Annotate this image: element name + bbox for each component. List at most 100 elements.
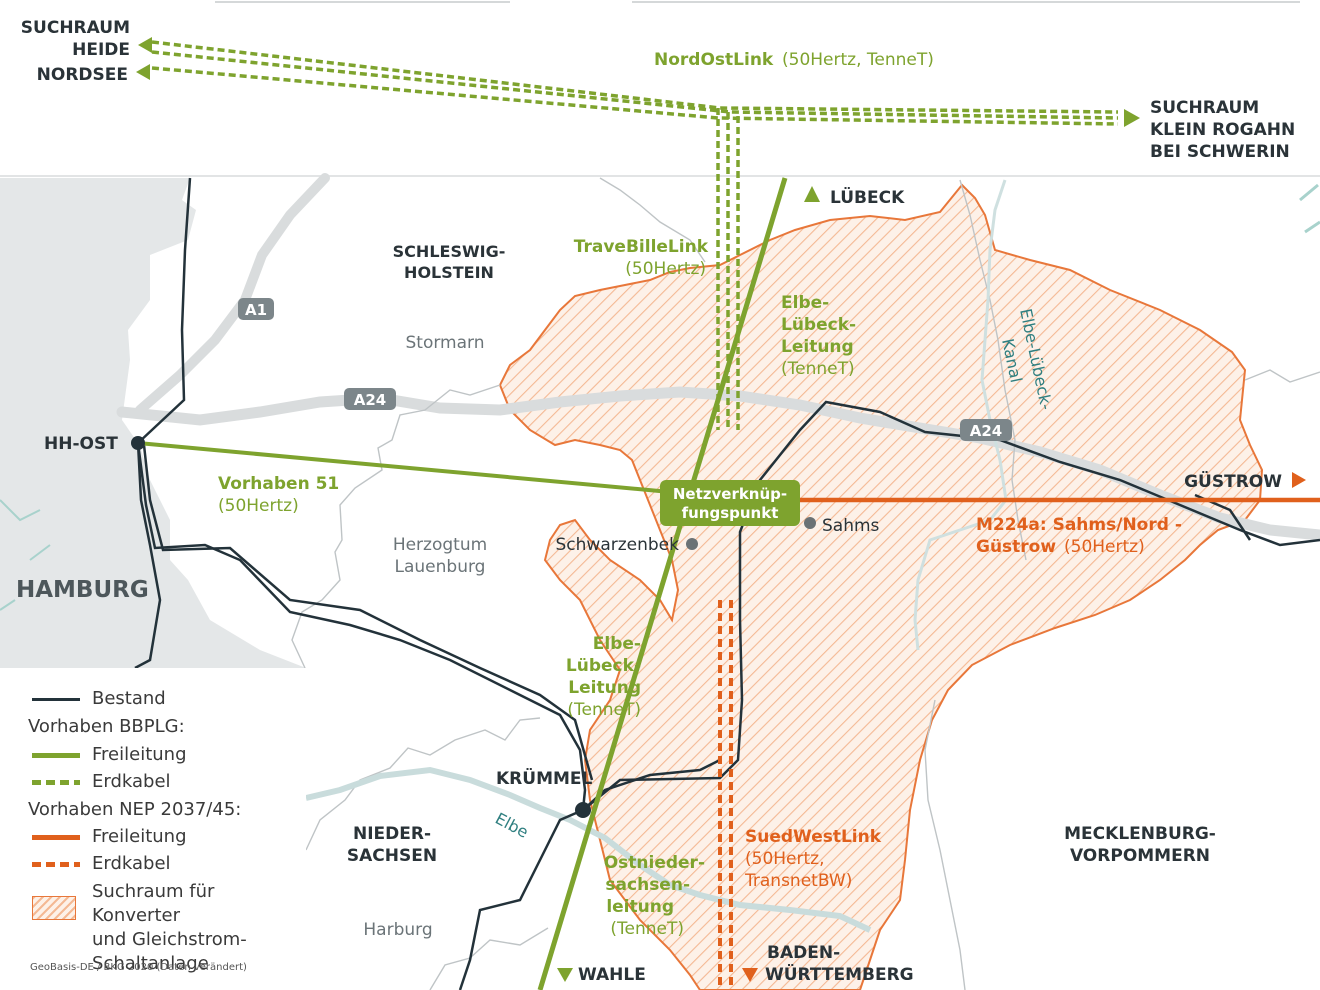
label-ostnieder-1: Ostnieder-: [604, 853, 705, 873]
legend-symbol-freileitung-green: [30, 745, 82, 765]
hamburg-area: [0, 178, 306, 668]
label-travebillelink-op: (50Hertz): [625, 259, 706, 279]
label-suchraum-klein-3: BEI SCHWERIN: [1150, 142, 1290, 162]
label-elbe-luebeck-top-1: Elbe-: [781, 293, 829, 313]
label-guestrow: GÜSTROW: [1184, 470, 1282, 492]
legend-row-erdkabel-nep: Erdkabel: [30, 853, 171, 874]
schwarzenbek-point: [686, 538, 698, 550]
label-suedwestlink: SuedWestLink: [745, 827, 882, 847]
label-nordostlink: NordOstLink: [654, 50, 774, 70]
hh-ost-point: [131, 436, 145, 450]
label-elbe-luebeck-bottom-3: Leitung: [568, 678, 641, 698]
arrow-baden: [742, 968, 758, 982]
label-luebeck: LÜBECK: [830, 186, 905, 208]
suedwestlink-cable: [718, 600, 733, 990]
search-area-main: [498, 183, 1264, 990]
legend-label-freileitung-bbplg: Freileitung: [92, 744, 187, 765]
label-suedwestlink-op-1: (50Hertz,: [745, 849, 825, 869]
arrow-heide: [138, 37, 152, 53]
legend-symbol-erdkabel-green: [30, 772, 82, 792]
arrow-klein-rogahn: [1124, 109, 1140, 127]
label-vorhaben51-op: (50Hertz): [218, 496, 299, 516]
label-sahms: Sahms: [822, 516, 880, 536]
label-suedwestlink-op-2: TransnetBW): [744, 871, 852, 891]
label-m224a-op: (50Hertz): [1064, 537, 1145, 557]
legend-row-freileitung-bbplg: Freileitung: [30, 744, 187, 765]
shield-a24-right: A24: [960, 419, 1012, 441]
label-harburg: Harburg: [363, 920, 432, 940]
label-elbe-luebeck-top-op: (TenneT): [781, 359, 855, 379]
legend-label-freileitung-nep: Freileitung: [92, 826, 187, 847]
label-niedersachsen-2: SACHSEN: [347, 846, 437, 866]
netz-label-2: fungspunkt: [682, 504, 779, 522]
label-stormarn: Stormarn: [406, 333, 485, 353]
label-schleswig-1: SCHLESWIG-: [393, 242, 506, 261]
label-elbe-luebeck-top-2: Lübeck-: [781, 315, 856, 335]
kruemmel-point: [575, 802, 591, 818]
map-credit: GeoBasis-DE / BKG 2020 (Daten verändert): [30, 962, 247, 973]
label-m224a-1: M224a: Sahms/Nord -: [976, 515, 1182, 535]
legend-row-bestand: Bestand: [30, 688, 166, 709]
label-nordostlink-operators: (50Hertz, TenneT): [782, 50, 934, 70]
netz-label-1: Netzverknüp-: [673, 485, 787, 503]
label-m224a-2: Güstrow: [976, 537, 1056, 557]
legend-row-freileitung-nep: Freileitung: [30, 826, 187, 847]
label-baden-1: BADEN-: [767, 943, 840, 963]
label-elbe-luebeck-bottom-2: Lübeck-: [566, 656, 641, 676]
legend-label-suchraum-3: Schaltanlage: [92, 953, 209, 974]
legend-label-bestand: Bestand: [92, 688, 166, 709]
label-herzogtum-2: Lauenburg: [395, 557, 486, 577]
label-niedersachsen-1: NIEDER-: [353, 824, 431, 844]
label-hamburg: HAMBURG: [16, 577, 149, 603]
netzverknuepfungspunkt-box: [660, 480, 800, 526]
label-mecklenburg-2: VORPOMMERN: [1070, 846, 1210, 866]
label-suchraum-heide-2: HEIDE: [72, 40, 130, 60]
label-kruemmel: KRÜMMEL: [496, 767, 593, 789]
legend-label-erdkabel-nep: Erdkabel: [92, 853, 171, 874]
legend-heading-bbplg: Vorhaben BBPLG:: [28, 716, 185, 737]
label-ostnieder-op: (TenneT): [610, 919, 684, 939]
district-borders: [291, 177, 706, 990]
label-herzogtum-1: Herzogtum: [393, 535, 487, 555]
legend-symbol-erdkabel-orange: [30, 854, 82, 874]
road-a24: [116, 386, 1320, 541]
label-elbe-luebeck-bottom-op: (TenneT): [567, 700, 641, 720]
label-elbe-luebeck-bottom-1: Elbe-: [593, 634, 641, 654]
label-mecklenburg-1: MECKLENBURG-: [1064, 824, 1216, 844]
label-ostnieder-3: leitung: [606, 897, 674, 917]
elbe-luebeck-kanal: [913, 179, 1008, 651]
legend-heading-nep: Vorhaben NEP 2037/45:: [28, 799, 242, 820]
shield-a24-right-label: A24: [970, 422, 1002, 440]
shield-a1: A1: [238, 298, 274, 320]
label-elbe: Elbe: [492, 809, 531, 842]
top-band: [0, 0, 1320, 176]
water-left: [0, 499, 51, 611]
elbe-luebeck-leitung: [537, 177, 788, 990]
vorhaben51-line: [137, 441, 671, 494]
existing-lines: [134, 177, 1320, 990]
legend-label-erdkabel-bbplg: Erdkabel: [92, 771, 171, 792]
label-baden-2: WÜRTTEMBERG: [765, 963, 914, 985]
label-suchraum-heide-1: SUCHRAUM: [21, 18, 130, 38]
label-nordsee: NORDSEE: [37, 65, 128, 85]
shield-a1-label: A1: [245, 301, 267, 319]
legend-label-suchraum: Suchraum für Konverter und Gleichstrom- …: [92, 880, 306, 976]
legend-symbol-bestand: [30, 689, 82, 709]
legend-symbol-suchraum: [32, 896, 76, 920]
legend-row-erdkabel-bbplg: Erdkabel: [30, 771, 171, 792]
arrow-wahle: [557, 968, 573, 982]
legend-symbol-freileitung-orange: [30, 827, 82, 847]
label-schwarzenbek: Schwarzenbek: [556, 535, 680, 555]
label-hh-ost: HH-OST: [44, 434, 118, 454]
legend: Bestand Vorhaben BBPLG: Freileitung Erdk…: [0, 668, 306, 990]
label-vorhaben51: Vorhaben 51: [218, 474, 339, 494]
label-elbe-luebeck-top-3: Leitung: [781, 337, 854, 357]
arrow-guestrow: [1292, 472, 1306, 488]
shield-a24-left-label: A24: [354, 391, 386, 409]
label-schleswig-2: HOLSTEIN: [404, 263, 494, 282]
legend-label-suchraum-2: und Gleichstrom-: [92, 929, 247, 950]
label-suchraum-klein-2: KLEIN ROGAHN: [1150, 120, 1295, 140]
legend-label-suchraum-1: Suchraum für Konverter: [92, 881, 215, 926]
label-travebillelink: TraveBilleLink: [574, 237, 709, 257]
